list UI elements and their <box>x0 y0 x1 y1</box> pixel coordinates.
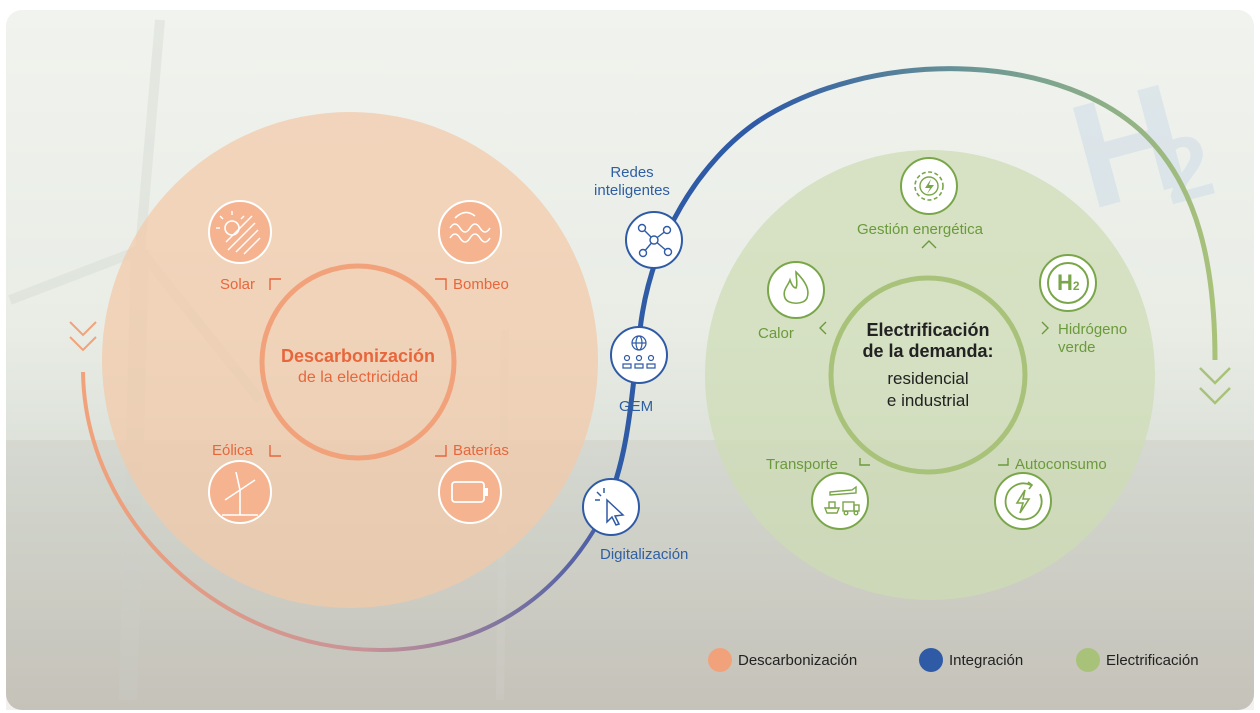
solar-panel-icon <box>208 200 272 264</box>
transport-icon <box>811 472 869 530</box>
legend-item-descarbonizacion: Descarbonización <box>708 648 857 672</box>
label-gem: GEM <box>619 398 654 415</box>
label-hidrogeno-verde: Hidrógeno verde <box>1058 321 1128 356</box>
label-gestion-energetica: Gestión energética <box>857 221 983 238</box>
electrification-ring <box>828 275 1028 475</box>
electrification-title-line1: Electrificación <box>866 320 990 340</box>
h2-symbol: H2 <box>1057 270 1080 296</box>
decarbonization-center-text: Descarbonización de la electricidad <box>258 346 458 388</box>
battery-icon <box>438 460 502 524</box>
wind-turbine-icon <box>208 460 272 524</box>
chevron-down-icon-right <box>1199 367 1231 405</box>
chevron-down-icon-left <box>69 321 97 352</box>
gear-bolt-icon <box>900 157 958 215</box>
h2-subscript: 2 <box>1072 279 1080 293</box>
decarbonization-ring <box>259 263 457 461</box>
legend-label-descarbonizacion: Descarbonización <box>738 651 858 669</box>
label-calor: Calor <box>758 325 794 342</box>
label-eolica: Eólica <box>212 442 253 459</box>
label-bombeo: Bombeo <box>453 276 509 293</box>
electrification-sub-line2: e industrial <box>886 391 970 410</box>
decarbonization-title: Descarbonización <box>280 346 436 366</box>
electrification-title-line2: de la demanda: <box>862 341 994 361</box>
electrification-sub-line1: residencial <box>887 369 969 388</box>
label-baterias: Baterías <box>453 442 509 459</box>
cursor-click-icon <box>582 478 640 536</box>
label-solar: Solar <box>220 276 256 293</box>
legend-swatch-electrificacion <box>1076 648 1100 672</box>
solar-bolt-icon <box>994 472 1052 530</box>
hydrogen-icon <box>1039 254 1097 312</box>
flow-arc-right <box>758 66 1218 361</box>
legend-item-integracion: Integración <box>919 648 1023 672</box>
legend-label-electrificacion: Electrificación <box>1106 651 1199 669</box>
corner-marks-left <box>269 278 447 457</box>
legend-item-electrificacion: Electrificación <box>1076 648 1199 672</box>
legend-label-integracion: Integración <box>949 651 1024 669</box>
h2-letter: H <box>1057 270 1073 295</box>
decarbonization-subtitle: de la electricidad <box>297 369 419 386</box>
electrification-center-text: Electrificación de la demanda: residenci… <box>838 320 1018 412</box>
water-waves-icon <box>438 200 502 264</box>
corner-marks-right <box>819 240 1049 466</box>
label-transporte: Transporte <box>766 456 838 473</box>
label-redes-inteligentes: Redes inteligentes <box>594 164 670 199</box>
globe-people-icon <box>610 326 668 384</box>
legend-swatch-descarbonizacion <box>708 648 732 672</box>
label-autoconsumo: Autoconsumo <box>1015 456 1107 473</box>
flame-icon <box>767 261 825 319</box>
label-digitalizacion: Digitalización <box>600 546 689 563</box>
legend-swatch-integracion <box>919 648 943 672</box>
flow-arc-left <box>81 371 602 653</box>
network-nodes-icon <box>625 211 683 269</box>
